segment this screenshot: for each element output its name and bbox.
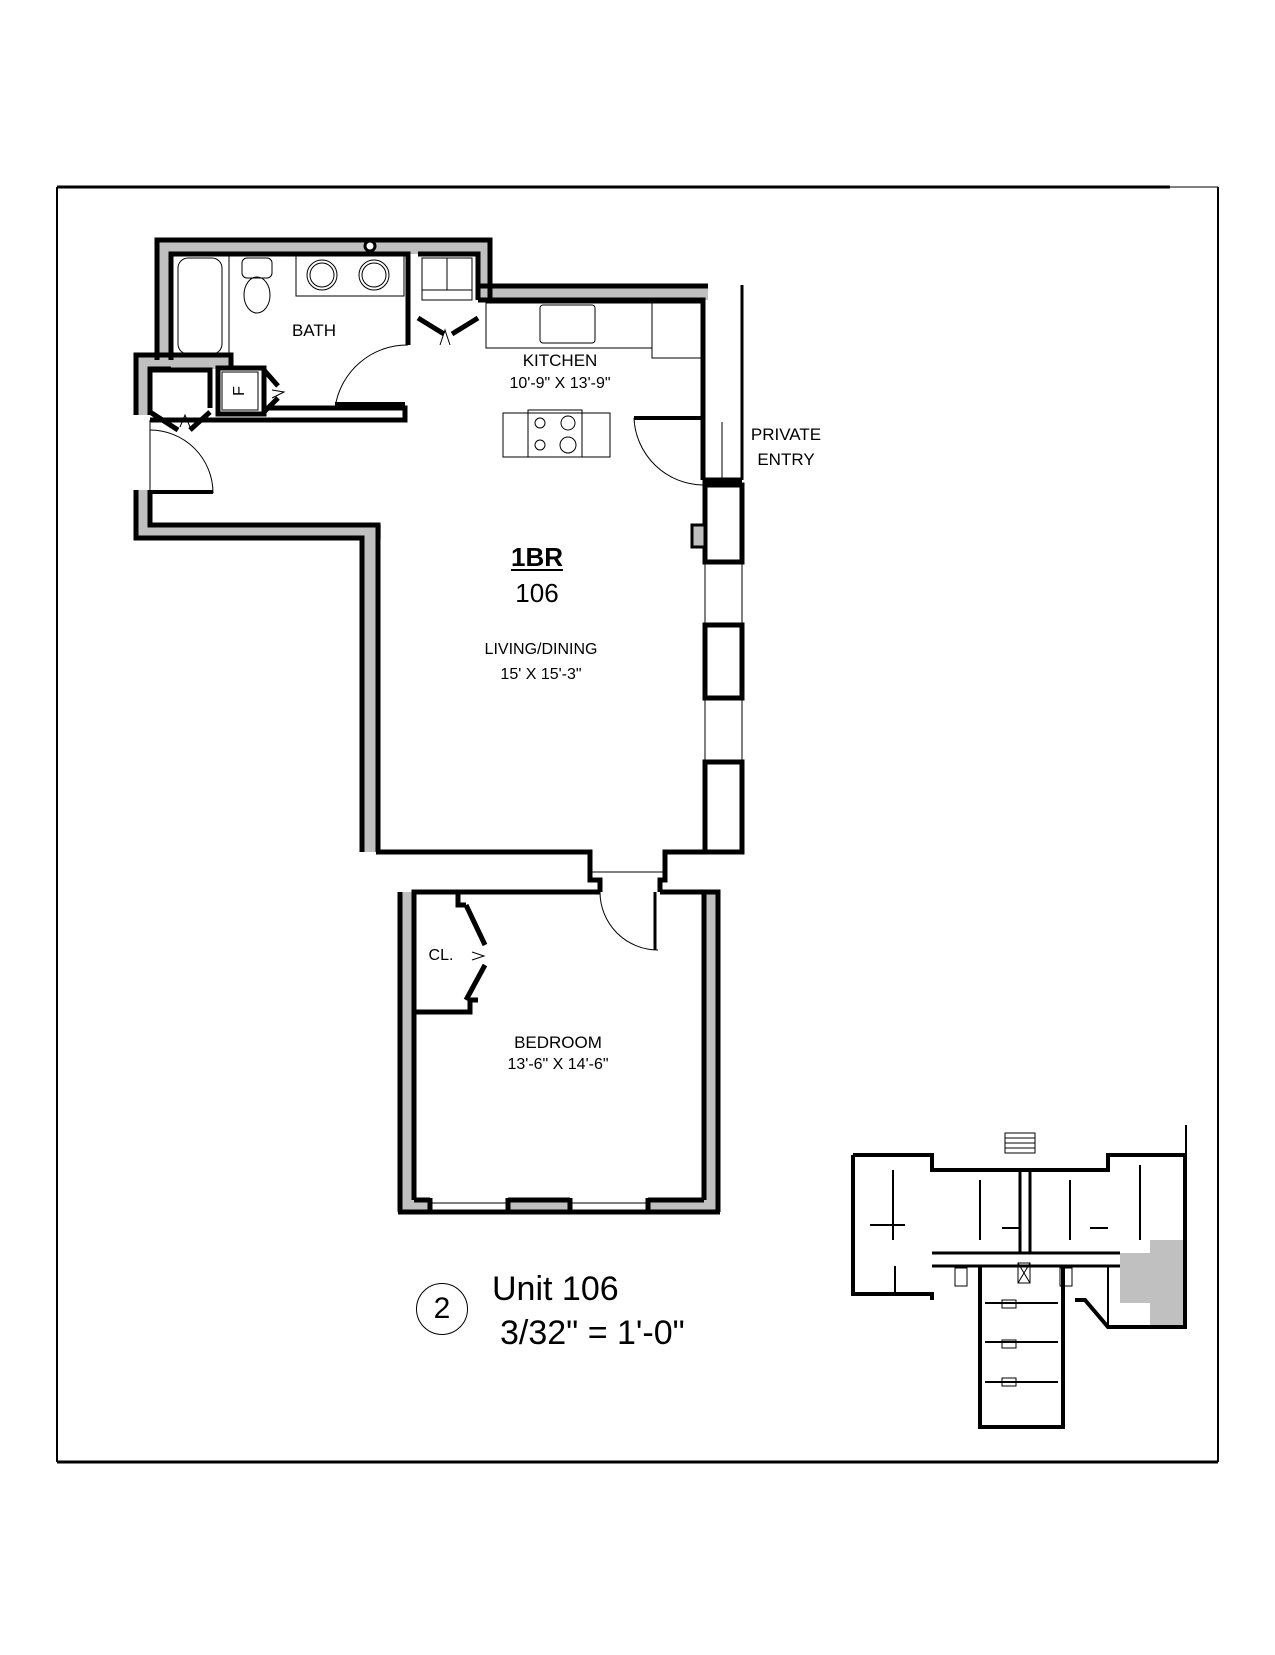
bedroom-dimensions: 13'-6" X 14'-6" (507, 1056, 609, 1073)
kitchen-dimensions: 10'-9" X 13'-9" (509, 375, 611, 392)
wall-lines (133, 237, 745, 1215)
sheet-border (56, 185, 1219, 1464)
kitchen-label: KITCHEN (522, 351, 598, 370)
living-dining-label: LIVING/DINING (484, 641, 598, 658)
private-entry-label-line2: ENTRY (757, 450, 815, 469)
fixture-lines (149, 253, 743, 1204)
bedroom-label: BEDROOM (514, 1033, 602, 1052)
drawing-title: Unit 106 (492, 1270, 619, 1308)
unit-number-label: 106 (515, 578, 559, 608)
private-entry-label-line1: PRIVATE (750, 425, 822, 444)
bath-label: BATH (291, 321, 337, 340)
unit-type-label: 1BR (510, 542, 564, 572)
bifold-doors (148, 315, 703, 1002)
drawing-number-bubble: 2 (416, 1283, 468, 1335)
unit-plan (133, 237, 745, 1215)
exterior-wall-fill (136, 240, 718, 1212)
wall-chase (690, 523, 707, 549)
key-plan (851, 1125, 1187, 1429)
drawing-scale: 3/32" = 1'-0" (500, 1314, 685, 1352)
furnace-label: F (231, 386, 248, 396)
drawing-number: 2 (433, 1292, 451, 1325)
closet-label: CL. (428, 947, 454, 964)
vent-icon (363, 239, 377, 253)
living-dining-dimensions: 15' X 15'-3" (500, 666, 582, 683)
